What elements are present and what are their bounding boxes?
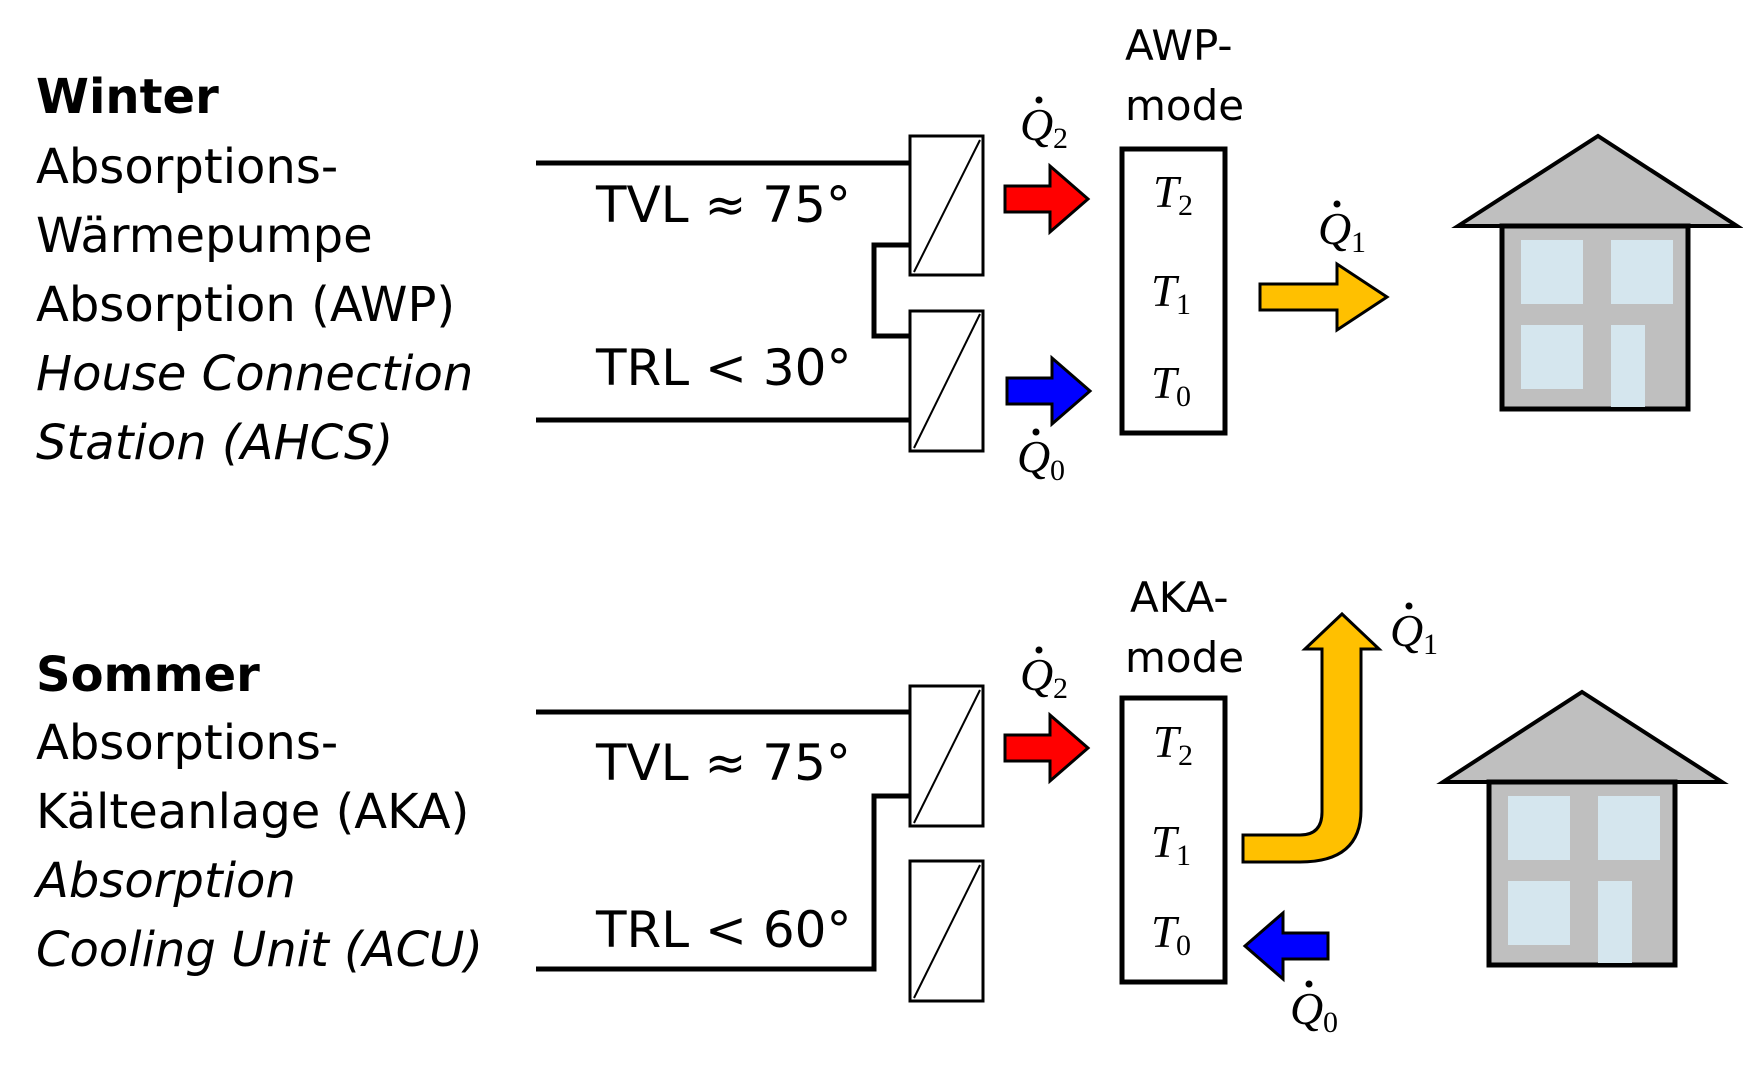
summer-heat-exchanger-upper [908,684,985,828]
winter-connector-pipe [871,242,910,339]
winter-t0-symbol: T 0 [1151,357,1191,413]
winter-mode-line1: AWP- [1125,21,1233,70]
summer-heat-exchanger-lower [908,859,985,1003]
svg-text:0: 0 [1176,929,1191,962]
summer-tvl-label: TVL ≈ 75° [595,734,851,792]
svg-text:T: T [1153,716,1182,767]
svg-text:T: T [1151,906,1180,957]
svg-text:1: 1 [1351,226,1366,259]
svg-text:T: T [1153,166,1182,217]
winter-q0-arrow [1005,354,1093,428]
svg-text:Q: Q [1390,605,1423,656]
winter-q1-symbol: Q 1 [1318,200,1366,259]
svg-text:Q: Q [1290,983,1323,1034]
summer-house-icon [1436,689,1729,968]
winter-line5: Station (AHCS) [36,415,393,471]
winter-line4: House Connection [36,346,473,402]
svg-text:0: 0 [1176,380,1191,413]
winter-t1-symbol: T 1 [1151,265,1191,321]
winter-line1: Absorptions- [36,139,338,195]
svg-text:0: 0 [1323,1006,1338,1039]
summer-return-pipe [536,793,910,972]
winter-q2-arrow [1003,162,1091,236]
winter-section: Winter Absorptions- Wärmepumpe Absorptio… [36,21,1743,487]
summer-line4: Cooling Unit (ACU) [36,922,483,978]
winter-house-icon [1451,133,1743,412]
svg-text:Q: Q [1020,99,1053,150]
svg-text:Q: Q [1318,203,1351,254]
winter-q1-arrow [1258,261,1390,333]
summer-line3: Absorption [33,853,296,909]
svg-text:1: 1 [1176,839,1191,872]
summer-aka-unit [1119,695,1228,985]
summer-q2-arrow [1003,711,1091,785]
summer-q1-symbol: Q 1 [1390,602,1438,661]
winter-tvl-label: TVL ≈ 75° [595,176,851,234]
svg-text:Q: Q [1020,649,1053,700]
winter-title: Winter [36,69,219,125]
summer-t2-symbol: T 2 [1153,716,1193,772]
winter-t2-symbol: T 2 [1153,166,1193,222]
summer-q0-arrow [1242,909,1330,983]
svg-text:2: 2 [1053,672,1068,705]
winter-line2: Wärmepumpe [36,208,373,264]
summer-q0-symbol: Q 0 [1290,980,1338,1039]
svg-text:1: 1 [1176,288,1191,321]
summer-section: Sommer Absorptions- Kälteanlage (AKA) Ab… [33,573,1729,1039]
summer-title: Sommer [36,647,260,703]
winter-heat-exchanger-upper [908,134,985,277]
winter-awp-unit [1119,146,1228,436]
svg-text:T: T [1151,816,1180,867]
winter-line3: Absorption (AWP) [36,277,455,333]
summer-t1-symbol: T 1 [1151,816,1191,872]
svg-text:T: T [1151,265,1180,316]
summer-mode-line1: AKA- [1130,573,1229,622]
summer-q1-arrow [1241,611,1383,864]
summer-q2-symbol: Q 2 [1020,646,1068,705]
svg-text:Q: Q [1017,431,1050,482]
winter-heat-exchanger-lower [908,309,985,453]
svg-text:1: 1 [1423,628,1438,661]
winter-mode-line2: mode [1125,81,1244,130]
svg-text:T: T [1151,357,1180,408]
svg-text:0: 0 [1050,454,1065,487]
winter-q2-symbol: Q 2 [1020,96,1068,155]
summer-line2: Kälteanlage (AKA) [36,784,469,840]
summer-trl-label: TRL < 60° [595,901,851,959]
svg-text:2: 2 [1053,122,1068,155]
winter-trl-label: TRL < 30° [595,339,851,397]
svg-text:2: 2 [1178,189,1193,222]
summer-mode-line2: mode [1125,633,1244,682]
summer-line1: Absorptions- [36,715,338,771]
summer-t0-symbol: T 0 [1151,906,1191,962]
svg-text:2: 2 [1178,739,1193,772]
winter-q0-symbol: Q 0 [1017,428,1065,487]
